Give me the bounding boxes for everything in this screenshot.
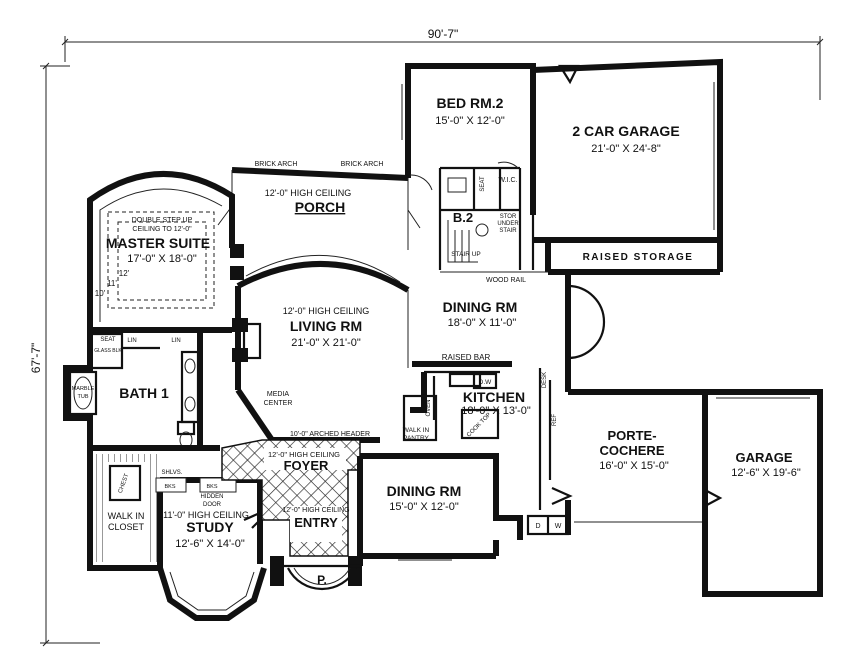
overall-depth-label: 67'-7" xyxy=(29,343,43,374)
ceiling-step-12: 12' xyxy=(119,269,130,278)
wic-label: W.I.C. xyxy=(498,177,517,184)
ceiling-step-10: 10' xyxy=(95,289,106,298)
front-stoop xyxy=(284,564,360,591)
garage-2car-size: 21'-0" X 24'-8" xyxy=(591,143,661,155)
media-center-label-2: CENTER xyxy=(264,400,293,407)
walk-in-pantry-label-2: PANTRY xyxy=(403,435,429,442)
walk-in-closet-name-1: WALK IN xyxy=(108,511,145,521)
b2-name: B.2 xyxy=(453,210,473,225)
overall-width-label: 90'-7" xyxy=(428,27,459,41)
hidden-door-label-1: HIDDEN xyxy=(200,494,223,500)
ref-label: REF xyxy=(552,414,558,426)
study-name: STUDY xyxy=(186,519,234,535)
porte-cochere-and-garage-walls xyxy=(568,389,823,597)
master-ceiling-note-2: CEILING TO 12'-0" xyxy=(132,226,192,233)
stor-under-stair-2: UNDER xyxy=(497,221,519,227)
entry-ceiling: 12'-0" HIGH CEILING xyxy=(282,507,349,514)
dw-label: D.W xyxy=(479,379,493,386)
bks-label-2: BKS xyxy=(206,484,217,490)
brick-arch-label-2: BRICK ARCH xyxy=(341,161,384,168)
dining-rm-upper-name: DINING RM xyxy=(443,299,518,315)
chest-label: CHEST xyxy=(118,473,131,494)
glass-blk-label: GLASS BLK xyxy=(94,348,122,354)
hidden-door-label-2: DOOR xyxy=(203,502,222,508)
desk-label: DESK xyxy=(542,372,548,388)
overall-width-dimension: 90'-7" xyxy=(61,27,824,100)
study-size: 12'-6" X 14'-0" xyxy=(175,538,245,550)
dining-kitchen-walls xyxy=(402,272,606,536)
walk-in-pantry-label-1: WALK IN xyxy=(403,427,430,434)
bedroom-2-and-garage-walls xyxy=(401,58,723,275)
ceiling-step-11: 11' xyxy=(107,279,117,288)
foyer-ceiling: 12'-0" HIGH CEILING xyxy=(268,450,340,459)
lin-label-2: LIN xyxy=(171,338,180,344)
wood-rail-label: WOOD RAIL xyxy=(486,277,526,284)
study-ceiling: 11'-0" HIGH CEILING xyxy=(163,510,249,520)
bed-rm-2-size: 15'-0" X 12'-0" xyxy=(435,115,505,127)
stair-up-label: STAIR UP xyxy=(451,251,481,258)
garage-name: GARAGE xyxy=(735,450,792,465)
seat-label-2: SEAT xyxy=(100,337,116,343)
living-rm-size: 21'-0" X 21'-0" xyxy=(291,337,361,349)
marble-tub-label-2: TUB xyxy=(78,394,89,400)
porch-name: PORCH xyxy=(295,199,346,215)
room-labels: BED RM.2 15'-0" X 12'-0" 2 CAR GARAGE 21… xyxy=(106,95,801,587)
walk-in-closet-name-2: CLOSET xyxy=(108,522,145,532)
d-label: D xyxy=(535,523,540,530)
lin-label-1: LIN xyxy=(127,338,136,344)
porte-cochere-name-1: PORTE- xyxy=(607,428,656,443)
porte-cochere-size: 16'-0" X 15'-0" xyxy=(599,460,669,472)
bath-1-walls xyxy=(63,330,220,451)
dining-rm-lower-name: DINING RM xyxy=(387,483,462,499)
bks-label-1: BKS xyxy=(164,484,175,490)
raised-storage-name: RAISED STORAGE xyxy=(583,252,694,263)
foyer-entry-floor xyxy=(221,439,361,557)
garage-size: 12'-6" X 19'-6" xyxy=(731,467,801,479)
dining-rm-lower-size: 15'-0" X 12'-0" xyxy=(389,501,459,513)
porte-cochere-name-2: COCHERE xyxy=(599,443,664,458)
w-label: W xyxy=(555,523,562,530)
garage-2car-name: 2 CAR GARAGE xyxy=(572,123,679,139)
porch-p-name: P. xyxy=(317,573,327,587)
marble-tub-label-1: MARBLE xyxy=(72,386,95,392)
master-suite-name: MASTER SUITE xyxy=(106,235,210,251)
raised-bar-label: RAISED BAR xyxy=(442,353,491,362)
living-rm-name: LIVING RM xyxy=(290,318,362,334)
bath-1-name: BATH 1 xyxy=(119,385,169,401)
walk-in-closet-walls xyxy=(87,448,163,571)
porch-ceiling: 12'-0" HIGH CEILING xyxy=(265,188,351,198)
master-ceiling-note-1: DOUBLE STEP UP xyxy=(132,217,193,224)
master-suite-size: 17'-0" X 18'-0" xyxy=(127,253,197,265)
foyer-name: FOYER xyxy=(284,458,329,473)
lower-dining-walls xyxy=(270,453,523,586)
brick-arch-label-1: BRICK ARCH xyxy=(255,161,298,168)
arched-header-label: 10'-0" ARCHED HEADER xyxy=(290,431,370,438)
shlvs-label: SHLVS. xyxy=(162,470,183,476)
overall-depth-dimension: 67'-7" xyxy=(29,62,100,647)
kitchen-size: 18'-0" X 13'-0" xyxy=(461,405,531,417)
stor-under-stair-1: STOR xyxy=(500,214,517,220)
media-center-label-1: MEDIA xyxy=(267,391,290,398)
dining-rm-upper-size: 18'-0" X 11'-0" xyxy=(448,317,517,329)
living-ceiling: 12'-0" HIGH CEILING xyxy=(283,306,369,316)
kitchen-name: KITCHEN xyxy=(463,389,525,405)
master-suite-walls xyxy=(87,170,244,333)
stor-under-stair-3: STAIR xyxy=(499,228,517,234)
oven-label: OVEN xyxy=(426,399,432,416)
entry-name: ENTRY xyxy=(294,515,338,530)
seat-label-1: SEAT xyxy=(480,176,486,192)
bed-rm-2-name: BED RM.2 xyxy=(437,95,504,111)
